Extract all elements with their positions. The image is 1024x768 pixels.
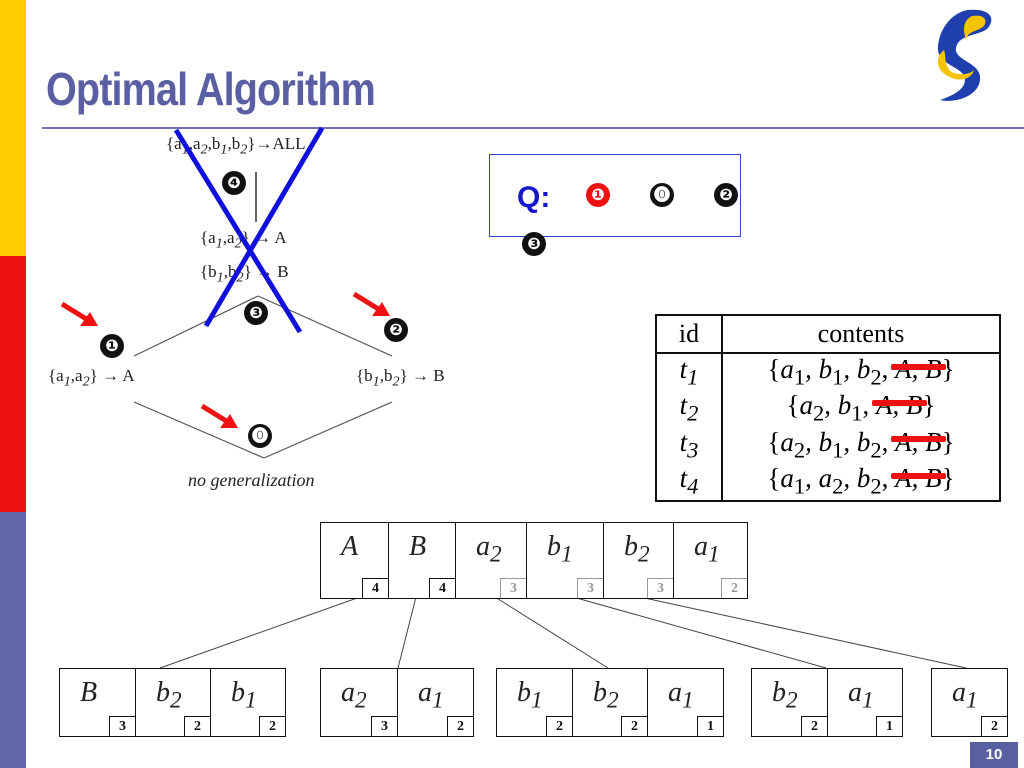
logo-icon xyxy=(937,9,992,101)
marker-1: ❶ xyxy=(100,334,124,358)
table-header-id: id xyxy=(656,315,723,354)
strike-mark xyxy=(891,472,947,479)
arrow-icon xyxy=(60,301,98,326)
question-marker-3: ❸ xyxy=(522,232,546,256)
table-row: t4 {a1, a2, b2, A, B} xyxy=(656,463,1000,501)
question-box xyxy=(489,154,741,237)
page-number: 10 xyxy=(970,742,1018,768)
marker-3: ❸ xyxy=(244,301,268,325)
table-row: t3 {a2, b1, b2, A, B} xyxy=(656,426,1000,464)
transactions-table: id contents t1 {a1, b1, b2, A, B} t2 {a2… xyxy=(655,314,1001,502)
marker-4: ❹ xyxy=(222,171,246,195)
accent-bar-red xyxy=(0,256,26,512)
question-label: Q: xyxy=(517,181,551,214)
strike-mark xyxy=(891,436,947,443)
accent-bar-blue xyxy=(0,512,26,768)
lattice-left-label: {a1,a2} → A xyxy=(48,366,135,390)
question-marker-0: ⓿ xyxy=(650,183,674,207)
arrow-icon xyxy=(352,291,390,316)
slide-title: Optimal Algorithm xyxy=(46,63,376,115)
arrow-icon xyxy=(200,403,238,428)
accent-bar-yellow xyxy=(0,0,26,256)
table-header-contents: contents xyxy=(722,315,1000,354)
marker-2: ❷ xyxy=(384,318,408,342)
title-divider xyxy=(42,127,1024,129)
lattice-mid-label-b: {b1,b2} → B xyxy=(200,262,289,286)
table-row: t2 {a2, b1, A, B} xyxy=(656,390,1000,427)
lattice-lines xyxy=(133,172,393,459)
lattice-right-label: {b1,b2} → B xyxy=(356,366,445,390)
marker-0: ⓿ xyxy=(248,424,272,448)
question-marker-1: ❶ xyxy=(586,183,610,207)
strike-mark xyxy=(871,399,927,406)
question-marker-2: ❷ xyxy=(714,183,738,207)
lattice-bottom-label: no generalization xyxy=(188,470,315,490)
strike-mark xyxy=(891,363,947,370)
table-row: t1 {a1, b1, b2, A, B} xyxy=(656,353,1000,391)
cross-out-icon xyxy=(173,126,325,334)
